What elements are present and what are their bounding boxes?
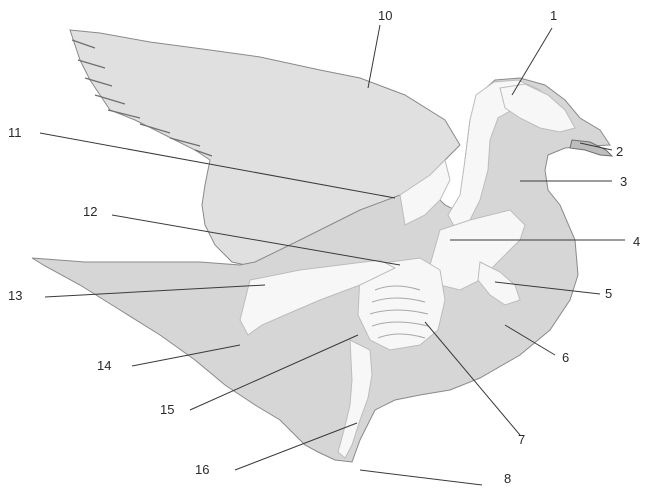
label-3: 3 (620, 174, 627, 189)
label-4: 4 (633, 234, 640, 249)
label-16: 16 (195, 462, 209, 477)
label-7: 7 (518, 432, 525, 447)
label-1: 1 (550, 8, 557, 23)
label-13: 13 (8, 288, 22, 303)
label-5: 5 (605, 286, 612, 301)
label-14: 14 (97, 358, 111, 373)
label-10: 10 (378, 8, 392, 23)
leader-8 (360, 470, 482, 485)
leader-10 (368, 25, 380, 88)
label-12: 12 (83, 204, 97, 219)
label-2: 2 (616, 144, 623, 159)
label-6: 6 (562, 350, 569, 365)
label-15: 15 (160, 402, 174, 417)
label-8: 8 (504, 471, 511, 486)
label-11: 11 (8, 125, 22, 140)
